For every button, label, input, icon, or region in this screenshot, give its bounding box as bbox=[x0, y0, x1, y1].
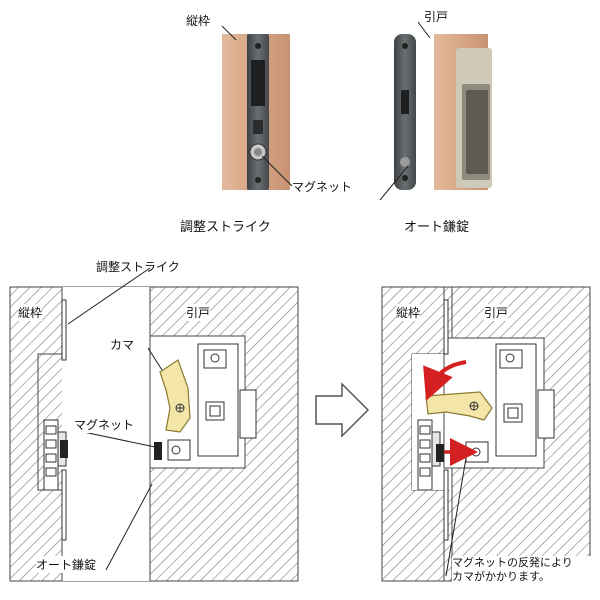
leader-door-photo bbox=[417, 21, 431, 39]
leader-magnet-photo bbox=[261, 155, 293, 187]
strike-label: 調整ストライク bbox=[96, 260, 180, 274]
rotation-arrow bbox=[423, 360, 467, 401]
leader-autolock bbox=[105, 483, 153, 571]
leader-magnet bbox=[73, 429, 161, 449]
diagram-left bbox=[9, 286, 299, 582]
door-label-right: 引戸 bbox=[484, 304, 509, 321]
magnet-label: マグネット bbox=[74, 416, 135, 433]
magnet-frame-left bbox=[60, 440, 68, 458]
diagram-right bbox=[381, 286, 591, 582]
hook-left bbox=[159, 359, 191, 433]
frame-label-left: 縦枠 bbox=[18, 304, 43, 321]
photo-lock-caption: オート鎌錠 bbox=[404, 220, 470, 235]
photo-door-label: 引戸 bbox=[424, 10, 449, 24]
leader-frame-photo bbox=[221, 25, 237, 41]
leader-lock-photo bbox=[379, 165, 409, 201]
leader-note bbox=[445, 457, 467, 577]
hook-label: カマ bbox=[110, 336, 135, 353]
leader-hook bbox=[147, 347, 163, 371]
transition-arrow bbox=[315, 382, 370, 438]
frame-label-right: 縦枠 bbox=[396, 304, 421, 321]
autolock-label: オート鎌錠 bbox=[36, 556, 97, 573]
result-note: マグネットの反発により カマがかかります。 bbox=[452, 556, 600, 584]
leader-strike bbox=[67, 267, 151, 325]
magnet-door-left bbox=[154, 442, 162, 460]
magnet-frame-right bbox=[436, 444, 444, 462]
note-line-2: カマがかかります。 bbox=[452, 570, 550, 583]
photo-frame-label: 縦枠 bbox=[186, 14, 211, 28]
photo-strike-caption: 調整ストライク bbox=[180, 220, 271, 235]
note-line-1: マグネットの反発により bbox=[452, 556, 573, 569]
photo-magnet-label: マグネット bbox=[292, 180, 353, 194]
door-label-left: 引戸 bbox=[186, 304, 211, 321]
photo-strike bbox=[222, 34, 290, 190]
photo-autolock bbox=[392, 34, 494, 190]
